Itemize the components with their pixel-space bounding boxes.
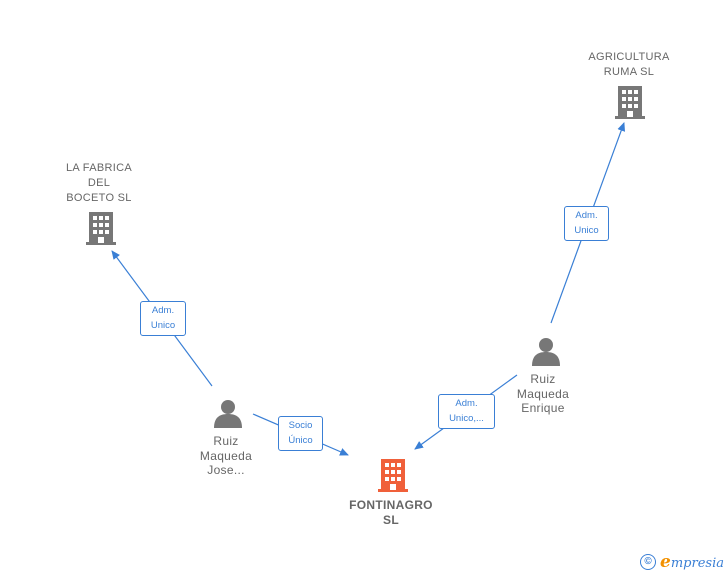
edge-label-jose-fontinagro[interactable]: Socio Único [278, 416, 323, 451]
brand-initial: e [660, 552, 671, 572]
footer-brand: © empresia [640, 552, 724, 572]
brand-logo[interactable]: empresia [660, 552, 724, 572]
node-label-agricultura-ruma[interactable]: AGRICULTURA RUMA SL [588, 51, 670, 78]
main-building-icon[interactable] [378, 459, 408, 492]
node-label-la-fabrica[interactable]: LA FABRICA DEL BOCETO SL [66, 162, 132, 204]
brand-name: mpresia [670, 556, 724, 571]
edge-label-enrique-agricultura[interactable]: Adm. Unico [564, 206, 609, 241]
node-label-fontinagro[interactable]: FONTINAGRO SL [349, 498, 433, 527]
node-label-ruiz-maqueda-enrique[interactable]: Ruiz Maqueda Enrique [516, 372, 570, 415]
person-icon[interactable] [532, 338, 560, 366]
building-icon[interactable] [615, 86, 645, 119]
node-label-ruiz-maqueda-jose[interactable]: Ruiz Maqueda Jose... [199, 434, 253, 477]
edge-label-jose-fabrica[interactable]: Adm. Unico [140, 301, 186, 336]
person-icon[interactable] [214, 400, 242, 428]
edge-label-enrique-fontinagro[interactable]: Adm. Unico,... [438, 394, 495, 429]
building-icon[interactable] [86, 212, 116, 245]
copyright-icon: © [640, 554, 657, 570]
